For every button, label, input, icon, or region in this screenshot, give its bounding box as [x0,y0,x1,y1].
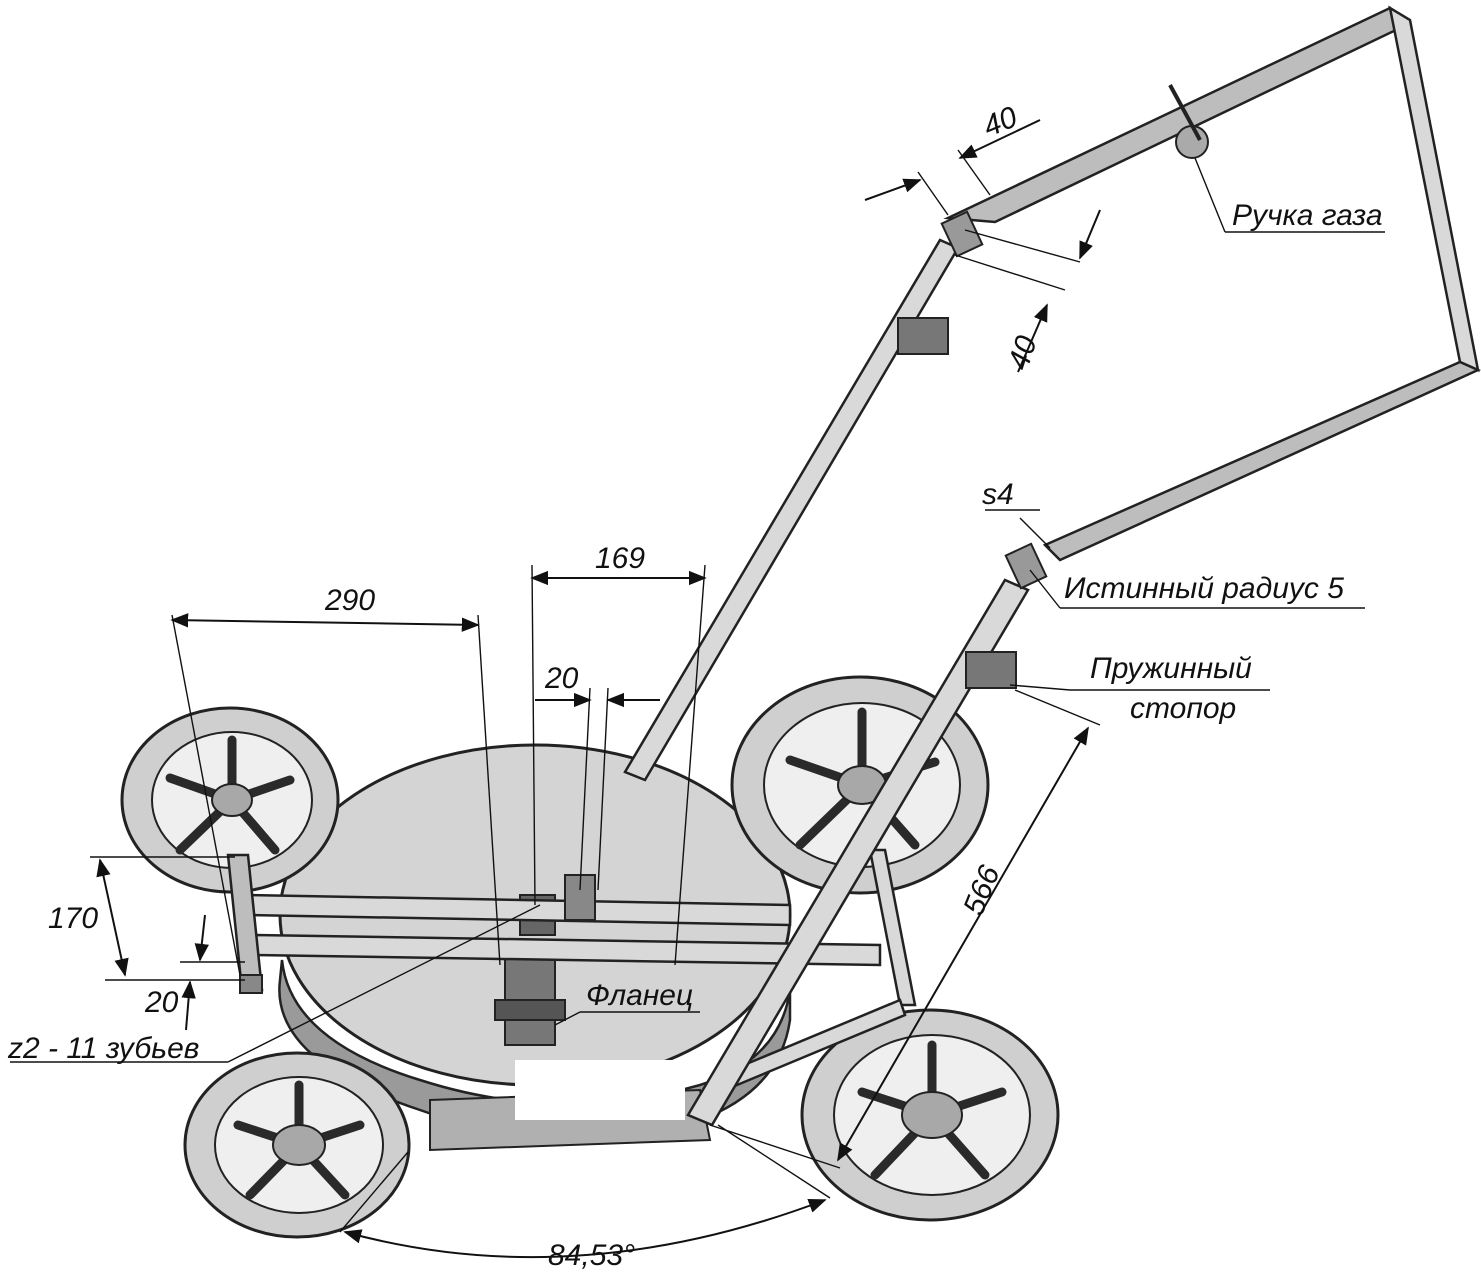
dim-20-left: 20 [144,986,179,1019]
label-spring-stop-1: Пружинный [1090,652,1252,685]
label-thickness: s4 [982,478,1014,511]
wheel-rear-left [120,706,340,894]
dim-handle-width-side: 40 [1002,332,1044,374]
dimension-lines [10,119,1385,1259]
dim-566: 566 [957,861,1006,920]
label-spring-stop-2: стопор [1130,692,1236,725]
label-true-radius: Истинный радиус 5 [1064,572,1344,605]
label-throttle: Ручка газа [1232,199,1383,232]
dim-20-top: 20 [544,662,579,695]
wheel-front-left [183,1051,411,1239]
dim-170: 170 [48,902,98,935]
dim-angle: 84,53° [548,1239,635,1272]
annotations: Ручка газа Истинный радиус 5 Пружинный с… [7,100,1383,1272]
dim-290: 290 [324,584,375,617]
label-gear: z2 - 11 зубьев [7,1032,199,1065]
dim-handle-width-top: 40 [979,100,1023,143]
dim-169: 169 [595,542,645,575]
label-flange: Фланец [586,979,693,1012]
